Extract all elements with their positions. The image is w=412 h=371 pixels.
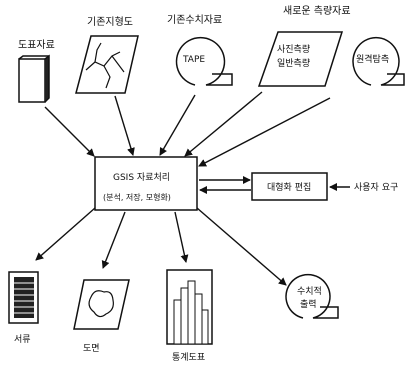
stat-chart-label: 통계도표 (172, 351, 205, 363)
document-label: 서류 (14, 334, 31, 345)
survey-card-icon (257, 31, 344, 87)
input-arrows (44, 91, 331, 167)
map-sheet-icon (73, 279, 130, 330)
existing-map-label: 기존지형도 (87, 16, 133, 28)
output-tape-icon (285, 273, 339, 319)
report-icon (8, 271, 39, 324)
map-data-label: 도표자료 (18, 39, 55, 51)
photo-survey-label: 사진측량 (277, 43, 310, 55)
document-stack-icon (18, 54, 50, 103)
numeric-output-label-1: 수치적 (297, 285, 322, 297)
existing-numeric-label: 기존수치자료 (167, 14, 222, 26)
remote-tape-icon (352, 36, 405, 86)
bar-chart-icon (166, 269, 213, 345)
topographic-map-icon (75, 35, 139, 94)
interactive-edit-label: 대형화 편집 (267, 181, 311, 193)
tape-reel-icon (175, 36, 233, 86)
gsis-title: GSIS 자료처리 (113, 171, 170, 183)
new-survey-label: 새로운 측량자료 (283, 5, 351, 17)
interactive-edit-box (251, 172, 328, 201)
drawing-label: 도면 (83, 343, 100, 354)
edit-arrows (199, 176, 350, 194)
remote-sensing-label: 원격탐측 (356, 53, 389, 65)
general-survey-label: 일반측량 (277, 57, 310, 69)
output-arrows (35, 207, 287, 286)
gsis-subtitle: (분석, 저장, 모형화) (103, 192, 171, 202)
tape-label: TAPE (182, 55, 205, 65)
numeric-output-label-2: 출력 (300, 298, 317, 310)
user-request-label: 사용자 요구 (354, 182, 398, 193)
gsis-processing-box (94, 156, 198, 211)
